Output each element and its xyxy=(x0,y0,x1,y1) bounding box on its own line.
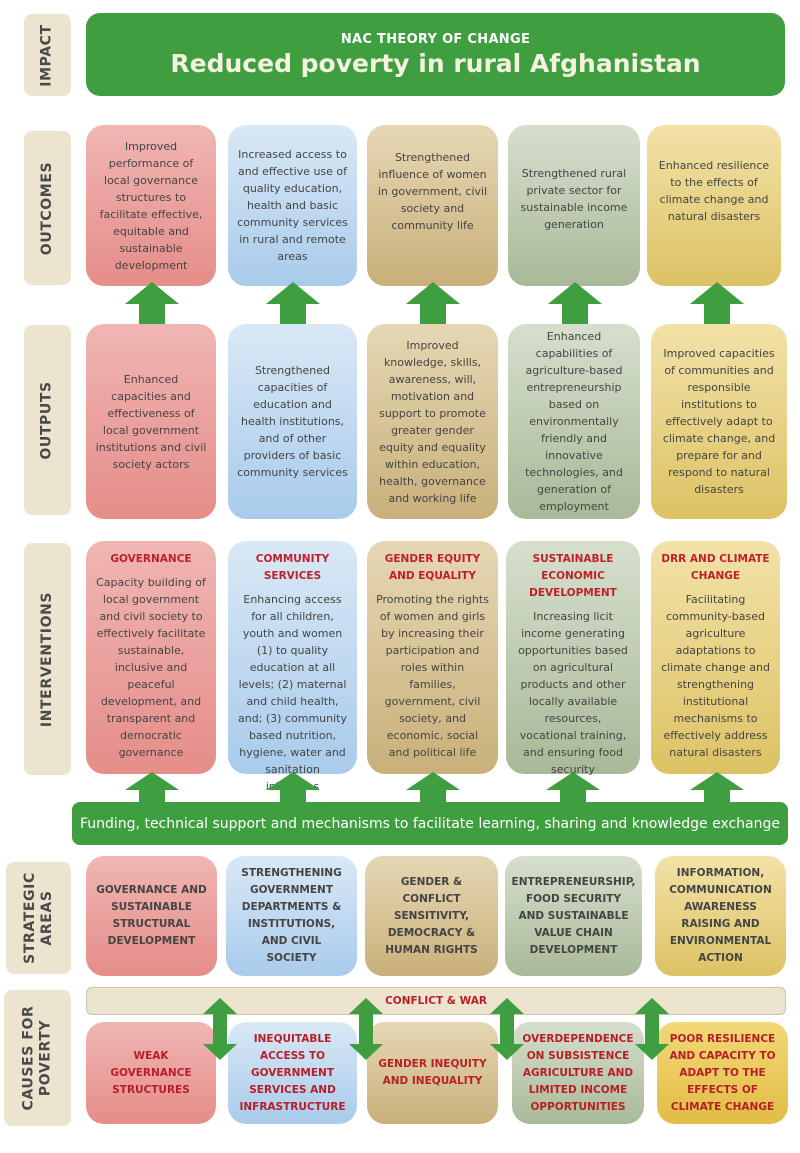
output-text: Strengthened capacities of education and… xyxy=(237,364,348,479)
strategic-area-gender: GENDER & CONFLICT SENSITIVITY, DEMOCRACY… xyxy=(365,856,498,976)
output-text: Enhanced capacities and effectiveness of… xyxy=(95,372,207,471)
strategic-area-text: ENTREPRENEURSHIP, FOOD SECURITY AND SUST… xyxy=(511,875,636,956)
intervention-text: Enhancing access for all children, youth… xyxy=(237,593,347,793)
outcomes-row-label: OUTCOMES xyxy=(24,131,71,285)
cause-subsistence-agriculture: OVERDEPENDENCE ON SUBSISTENCE AGRICULTUR… xyxy=(512,1022,644,1124)
causes-label: CAUSES FOR POVERTY xyxy=(20,1005,54,1111)
double-arrow xyxy=(203,998,237,1060)
output-text: Improved capacities of communities and r… xyxy=(662,347,776,496)
outcome-text: Increased access to and effective use of… xyxy=(237,148,348,263)
outcome-gender: Strengthened influence of women in gover… xyxy=(367,125,498,286)
output-economic: Enhanced capabilities of agriculture-bas… xyxy=(508,324,640,519)
outcome-text: Strengthened influence of women in gover… xyxy=(377,151,488,232)
double-arrow xyxy=(349,998,383,1060)
cause-text: POOR RESILIENCE AND CAPACITY TO ADAPT TO… xyxy=(669,1032,776,1113)
funding-bar-text: Funding, technical support and mechanism… xyxy=(79,815,781,832)
outcomes-label: OUTCOMES xyxy=(39,161,55,255)
outputs-row-label: OUTPUTS xyxy=(24,325,71,515)
strategic-area-text: STRENGTHENING GOVERNMENT DEPARTMENTS & I… xyxy=(241,867,342,964)
output-text: Improved knowledge, skills, awareness, w… xyxy=(379,338,486,505)
cause-text: WEAK GOVERNANCE STRUCTURES xyxy=(110,1049,192,1096)
outcome-text: Improved performance of local governance… xyxy=(99,139,203,272)
intervention-text: Capacity building of local government an… xyxy=(96,576,206,759)
output-community-services: Strengthened capacities of education and… xyxy=(228,324,357,519)
impact-title: Reduced poverty in rural Afghanistan xyxy=(170,48,701,78)
outcome-community-services: Increased access to and effective use of… xyxy=(228,125,357,286)
strategic-area-climate: INFORMATION, COMMUNICATION AWARENESS RAI… xyxy=(655,856,786,976)
interventions-label: INTERVENTIONS xyxy=(39,591,56,727)
output-climate: Improved capacities of communities and r… xyxy=(651,324,787,519)
output-text: Enhanced capabilities of agriculture-bas… xyxy=(525,330,623,513)
outcome-text: Strengthened rural private sector for su… xyxy=(520,167,628,231)
funding-bar: Funding, technical support and mechanism… xyxy=(72,802,788,845)
up-arrow xyxy=(546,772,600,804)
intervention-title: SUSTAINABLE ECONOMIC DEVELOPMENT xyxy=(529,553,617,599)
intervention-title: COMMUNITY SERVICES xyxy=(255,553,330,582)
intervention-text: Facilitating community-based agriculture… xyxy=(661,593,770,759)
output-governance: Enhanced capacities and effectiveness of… xyxy=(86,324,216,519)
up-arrow xyxy=(125,282,179,326)
outcome-text: Enhanced resilience to the effects of cl… xyxy=(658,159,770,223)
strategic-areas-label: STRATEGIC AREAS xyxy=(21,872,55,964)
cause-text: INEQUITABLE ACCESS TO GOVERNMENT SERVICE… xyxy=(239,1032,346,1113)
strategic-areas-row-label: STRATEGIC AREAS xyxy=(6,862,71,974)
intervention-climate: DRR AND CLIMATE CHANGE Facilitating comm… xyxy=(651,541,780,774)
intervention-text: Promoting the rights of women and girls … xyxy=(376,593,489,759)
output-gender: Improved knowledge, skills, awareness, w… xyxy=(367,324,498,519)
impact-banner: NAC THEORY OF CHANGE Reduced poverty in … xyxy=(86,13,785,96)
intervention-text: Increasing licit income generating oppor… xyxy=(518,610,628,776)
intervention-governance: GOVERNANCE Capacity building of local go… xyxy=(86,541,216,774)
conflict-war-bar: CONFLICT & WAR xyxy=(86,987,786,1015)
outcome-governance: Improved performance of local governance… xyxy=(86,125,216,286)
up-arrow xyxy=(266,772,320,804)
intervention-economic: SUSTAINABLE ECONOMIC DEVELOPMENT Increas… xyxy=(506,541,640,776)
strategic-area-text: INFORMATION, COMMUNICATION AWARENESS RAI… xyxy=(669,867,772,964)
outcome-climate: Enhanced resilience to the effects of cl… xyxy=(647,125,781,286)
up-arrow xyxy=(406,282,460,326)
outcome-economic: Strengthened rural private sector for su… xyxy=(508,125,640,286)
strategic-area-text: GENDER & CONFLICT SENSITIVITY, DEMOCRACY… xyxy=(385,875,478,956)
up-arrow xyxy=(548,282,602,326)
cause-text: OVERDEPENDENCE ON SUBSISTENCE AGRICULTUR… xyxy=(522,1032,634,1113)
strategic-area-governance: GOVERNANCE AND SUSTAINABLE STRUCTURAL DE… xyxy=(86,856,217,976)
up-arrow xyxy=(125,772,179,804)
impact-row-label: IMPACT xyxy=(24,14,71,96)
cause-gender-inequity: GENDER INEQUITY AND INEQUALITY xyxy=(367,1022,498,1124)
strategic-area-economic: ENTREPRENEURSHIP, FOOD SECURITY AND SUST… xyxy=(505,856,642,976)
up-arrow xyxy=(266,282,320,326)
interventions-row-label: INTERVENTIONS xyxy=(24,543,71,775)
intervention-title: DRR AND CLIMATE CHANGE xyxy=(661,553,770,582)
double-arrow xyxy=(635,998,669,1060)
intervention-title: GENDER EQUITY AND EQUALITY xyxy=(384,553,481,582)
impact-subtitle: NAC THEORY OF CHANGE xyxy=(340,31,531,47)
causes-row-label: CAUSES FOR POVERTY xyxy=(4,990,71,1126)
cause-weak-governance: WEAK GOVERNANCE STRUCTURES xyxy=(86,1022,216,1124)
strategic-area-text: GOVERNANCE AND SUSTAINABLE STRUCTURAL DE… xyxy=(96,884,207,947)
intervention-community-services: COMMUNITY SERVICES Enhancing access for … xyxy=(228,541,357,793)
impact-label: IMPACT xyxy=(39,23,56,87)
double-arrow xyxy=(490,998,524,1060)
outputs-label: OUTPUTS xyxy=(39,380,55,460)
up-arrow xyxy=(406,772,460,804)
up-arrow xyxy=(690,772,744,804)
intervention-title: GOVERNANCE xyxy=(110,553,192,565)
intervention-gender: GENDER EQUITY AND EQUALITY Promoting the… xyxy=(367,541,498,774)
cause-text: GENDER INEQUITY AND INEQUALITY xyxy=(378,1058,487,1087)
cause-poor-resilience: POOR RESILIENCE AND CAPACITY TO ADAPT TO… xyxy=(657,1022,788,1124)
conflict-war-label: CONFLICT & WAR xyxy=(385,995,487,1007)
strategic-area-community: STRENGTHENING GOVERNMENT DEPARTMENTS & I… xyxy=(226,856,357,976)
up-arrow xyxy=(690,282,744,326)
cause-inequitable-access: INEQUITABLE ACCESS TO GOVERNMENT SERVICE… xyxy=(228,1022,357,1124)
